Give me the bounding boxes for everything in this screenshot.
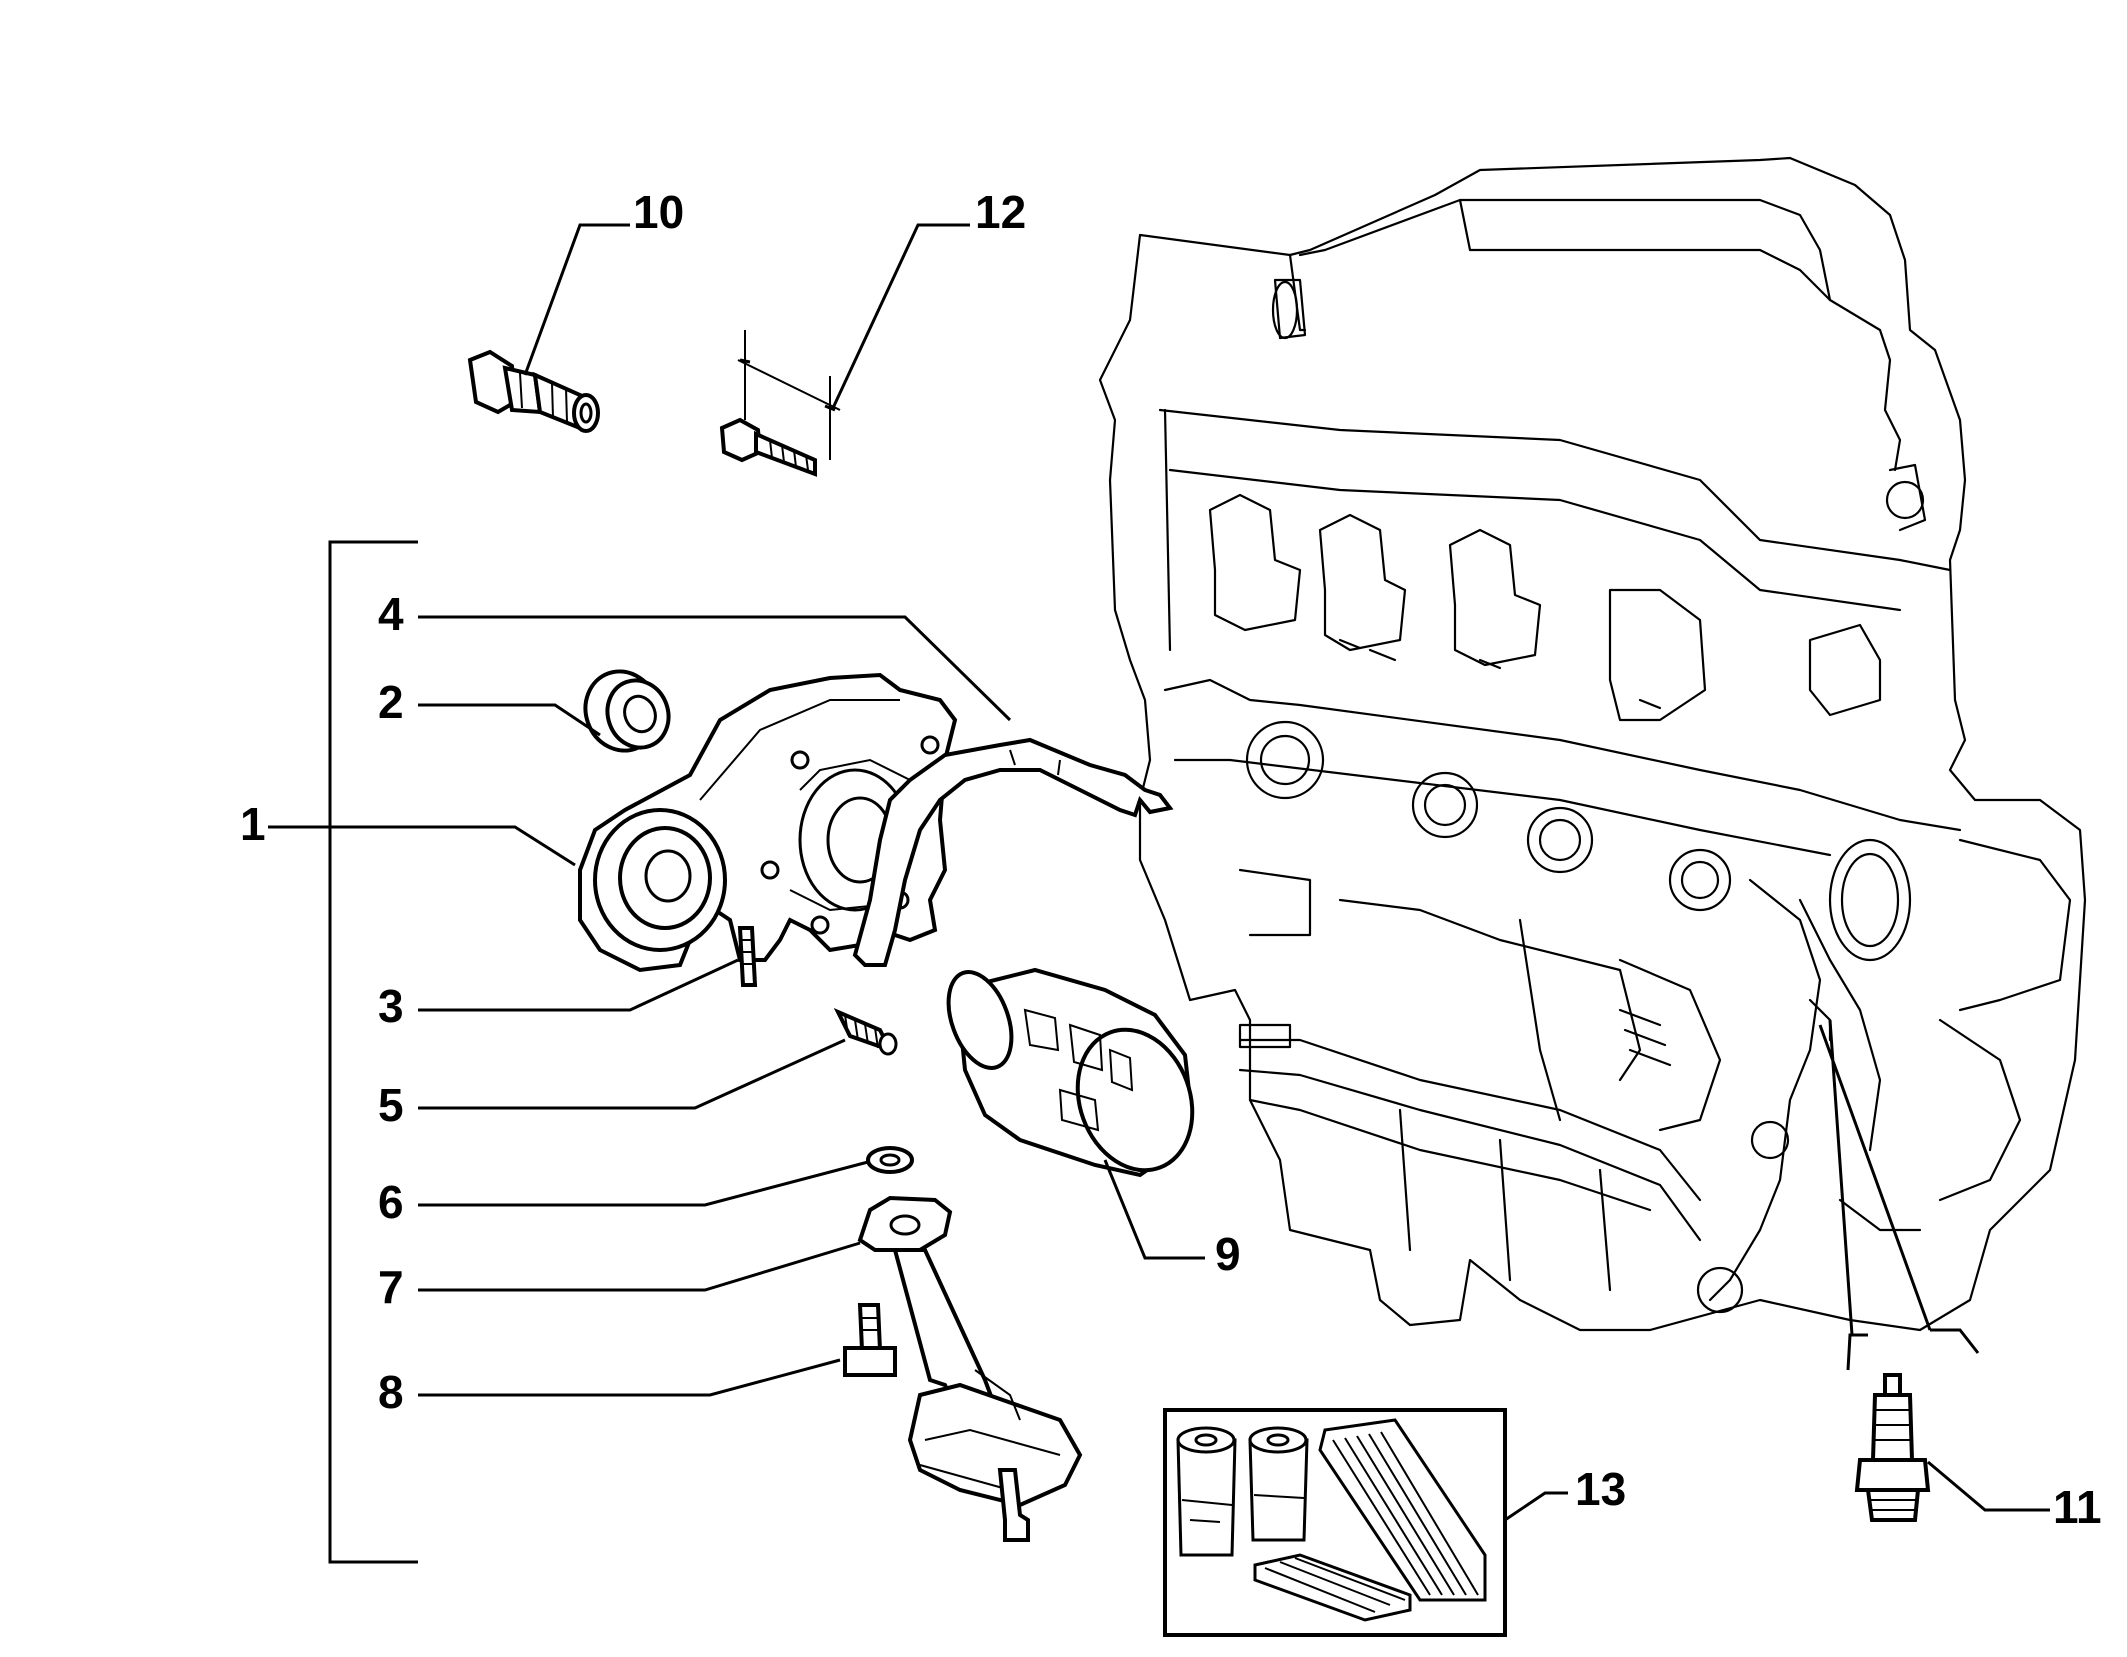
oil-pickup-tube-icon [857,1195,1083,1542]
group-bracket [328,540,418,1564]
callout-1: 1 [240,798,266,850]
service-kit-icon [1163,1408,1507,1637]
callout-8: 8 [378,1366,404,1418]
callout-4: 4 [378,588,404,640]
seal-ring-icon [583,669,671,753]
callout-7: 7 [378,1261,404,1313]
oil-pressure-switch-icon [467,349,600,433]
callout-2: 2 [378,676,404,728]
callout-10: 10 [633,186,684,238]
washer-icon [866,1146,914,1174]
callout-13: 13 [1575,1463,1626,1515]
oil-filter-icon [946,967,1195,1178]
spark-plug-icon [1854,1373,1931,1522]
callout-9: 9 [1215,1228,1241,1280]
bolt-icon [719,330,841,477]
callout-11: 11 [2053,1481,2102,1533]
gasket-icon [852,737,1174,967]
threaded-plug-icon [833,1008,898,1056]
callout-6: 6 [378,1176,404,1228]
stud-icon [737,926,758,987]
callout-3: 3 [378,980,404,1032]
engine-block-icon [1098,156,2087,1332]
callout-5: 5 [378,1079,404,1131]
callout-12: 12 [975,186,1026,238]
leader-lines [268,223,2050,1564]
callout-labels: 1 2 3 4 5 6 7 8 9 10 11 12 13 [240,186,2102,1533]
bolt-icon [843,1303,897,1377]
